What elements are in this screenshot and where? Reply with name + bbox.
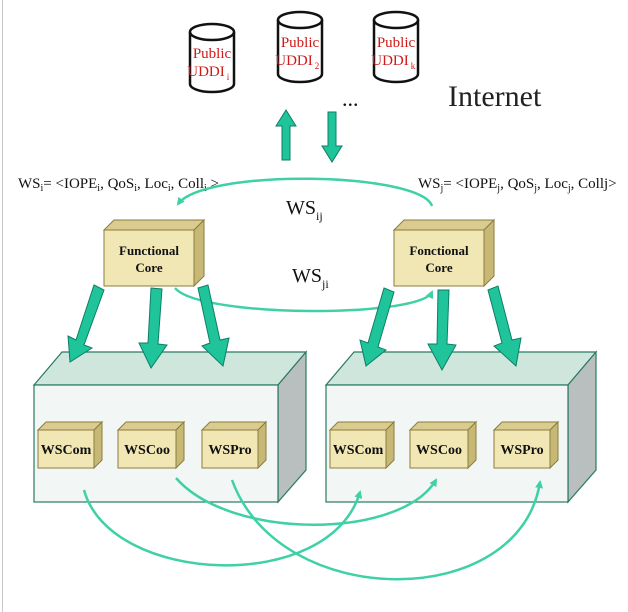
module-side-face [257,420,267,470]
connector-ws-ji [174,287,434,313]
left-functional-core: Functional Core [102,218,206,288]
module-top-face [492,421,560,431]
core-to-wspro-arrow-left [197,284,230,367]
core-side-face [193,218,205,288]
left-module-wscoo: WSCoo [116,420,186,470]
left-module-wscom: WSCom [36,420,104,470]
module-label: WSCom [333,443,384,458]
module-label: WSPro [208,443,251,458]
core-front-face [103,229,195,287]
ws-i-formula: WSi= <IOPEi, QoSi, Loci, Colli > [18,176,219,194]
connector-wspro-left-to-wspro-right [230,479,544,581]
uddi-label-line1: Public [377,35,416,51]
core-side-face [483,218,495,288]
core-front-face [393,229,485,287]
core-label-line1: Functional [119,243,179,258]
registries-ellipsis: ... [342,86,359,111]
uddi-label-line1: Public [193,46,232,62]
uddi-cylinder-top [372,10,420,30]
uddi-label-line2: UDDI [187,64,225,80]
left-edge-line [2,0,3,612]
right-module-wscom: WSCom [328,420,396,470]
core-label-line2: Core [425,260,452,275]
module-top-face [116,421,186,431]
connector-wscom-left-to-wscom-right [82,489,363,567]
core-to-wscom-arrow-right [359,287,395,367]
module-label: WSCoo [416,443,462,458]
module-side-face [385,420,395,470]
uddi-registry-k: Public UDDI k [371,10,420,84]
internet-label: Internet [448,80,542,113]
uddi-cylinder-body [188,32,236,94]
module-top-face [408,421,478,431]
ws-j-formula: WSj= <IOPEj, QoSj, Locj, Collj> [418,176,617,194]
core-to-wscoo-arrow-left [138,287,168,369]
right-module-wspro: WSPro [492,420,560,470]
uddi-cylinder-body [372,20,420,84]
module-front-face [329,429,387,469]
uddi-cylinder-top [188,22,236,42]
module-side-face [467,420,477,470]
ws-ji-label: WSji [292,265,329,291]
core-to-wscom-arrow-left [67,284,105,363]
uddi-label-subscript: i [227,72,230,82]
right-module-wscoo: WSCoo [408,420,478,470]
module-label: WSCoo [124,443,170,458]
module-side-face [549,420,559,470]
right-functional-core: Fonctional Core [392,218,496,288]
core-label-line1: Fonctional [409,243,469,258]
connector-ws-ij [176,177,434,207]
module-label: WSPro [500,443,543,458]
uddi-cylinder-top [276,10,324,30]
module-side-face [93,420,103,470]
core-top-face [102,219,206,231]
module-front-face [37,429,95,469]
up-arrow-icon [275,109,297,161]
module-top-face [200,421,268,431]
uddi-label-subscript: k [411,61,416,71]
module-front-face [409,429,469,469]
uddi-label-line2: UDDI [371,53,409,69]
uddi-cylinder-body [276,20,324,84]
module-front-face [117,429,177,469]
down-arrow-icon [321,111,343,163]
uddi-label-line2: UDDI [275,53,313,69]
module-top-face [328,421,396,431]
ws-ij-label: WSij [286,197,323,223]
core-to-wspro-arrow-right [487,285,522,367]
uddi-label-subscript: 2 [315,61,320,71]
core-label-line2: Core [135,260,162,275]
connector-wscoo-left-to-wscoo-right [175,477,438,526]
module-top-face [36,421,104,431]
module-label: WSCom [41,443,92,458]
core-to-wscoo-arrow-right [427,289,457,372]
module-side-face [175,420,185,470]
left-module-wspro: WSPro [200,420,268,470]
uddi-registry-2: Public UDDI 2 [275,10,324,84]
uddi-registry-1: Public UDDI i [187,22,236,94]
module-front-face [201,429,259,469]
core-top-face [392,219,496,231]
uddi-label-line1: Public [281,35,320,51]
module-front-face [493,429,551,469]
